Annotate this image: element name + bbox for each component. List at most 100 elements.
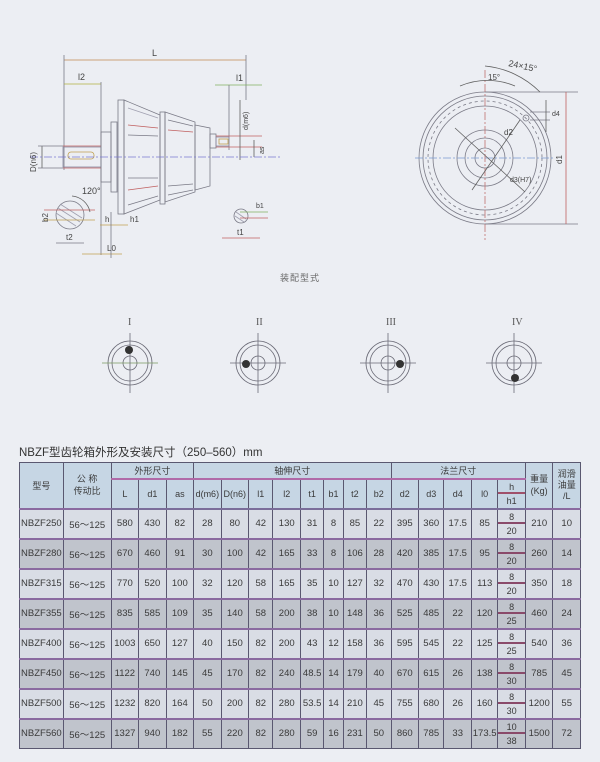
header-h: h <box>498 480 525 494</box>
cell-h: 8 <box>498 690 525 704</box>
cell-b1: 10 <box>323 598 344 629</box>
cell-l1: 82 <box>248 628 274 659</box>
cell-h: 8 <box>498 540 525 554</box>
dim-label-l1: l1 <box>236 73 243 83</box>
gearbox-flange-front-view-drawing: 24×15° 15° d2 d4 d1 d3(H7) <box>415 58 578 240</box>
mount-type-label-4: IV <box>512 317 523 328</box>
cell-model: NBZF250 <box>19 508 64 539</box>
cell-as: 82 <box>165 508 195 539</box>
cell-d4: 33 <box>443 718 472 749</box>
header-model: 型号 <box>19 462 64 509</box>
cell-l2: 200 <box>272 628 301 659</box>
key-marker-icon <box>511 374 519 382</box>
cell-D: 170 <box>220 658 250 689</box>
cell-model: NBZF500 <box>19 688 64 719</box>
cell-model: NBZF560 <box>19 718 64 749</box>
cell-ratio: 56～125 <box>62 508 112 539</box>
header-d1: d1 <box>138 478 167 510</box>
header-as: as <box>165 478 195 510</box>
header-group-shaft: 轴伸尺寸 <box>193 462 392 480</box>
cell-D: 100 <box>220 538 250 569</box>
mount-type-label-3: III <box>386 317 396 328</box>
cell-t1: 38 <box>299 598 325 629</box>
cell-weight: 210 <box>524 508 554 539</box>
cell-b1: 8 <box>323 508 344 539</box>
cell-oil: 10 <box>552 508 581 539</box>
cell-model: NBZF355 <box>19 598 64 629</box>
header-oil: 润滑 油量 /L <box>552 462 581 509</box>
cell-d3: 545 <box>418 628 445 659</box>
cell-b2: 40 <box>366 658 392 689</box>
cell-h1: 25 <box>506 645 517 656</box>
cell-d2: 670 <box>390 658 420 689</box>
cell-l1: 42 <box>248 508 274 539</box>
cell-as: 127 <box>165 628 195 659</box>
cell-model: NBZF280 <box>19 538 64 569</box>
cell-d: 45 <box>193 658 222 689</box>
header-L: L <box>110 478 140 510</box>
cell-model: NBZF450 <box>19 658 64 689</box>
dim-label-d3: d3(H7) <box>510 177 531 184</box>
dim-label-L0: L0 <box>107 244 116 253</box>
cell-L: 580 <box>110 508 140 539</box>
cell-weight: 350 <box>524 568 554 599</box>
dim-label-15deg: 15° <box>488 73 500 82</box>
cell-h1: 20 <box>506 555 517 566</box>
cell-l2: 130 <box>272 508 301 539</box>
cell-t2: 179 <box>342 658 368 689</box>
cell-d: 55 <box>193 718 222 749</box>
cell-l2: 280 <box>272 718 301 749</box>
mount-type-2-diagram <box>230 333 286 393</box>
cell-h: 8 <box>498 630 525 644</box>
cell-h1: 30 <box>506 675 517 686</box>
cell-l2: 200 <box>272 598 301 629</box>
cell-d2: 860 <box>390 718 420 749</box>
cell-t1: 48.5 <box>299 658 325 689</box>
dim-label-L: L <box>152 48 157 58</box>
cell-oil: 18 <box>552 568 581 599</box>
cell-ratio: 56～125 <box>62 718 112 749</box>
cell-d: 50 <box>193 688 222 719</box>
header-d4: d4 <box>443 478 472 510</box>
cell-weight: 785 <box>524 658 554 689</box>
cell-ratio: 56～125 <box>62 568 112 599</box>
cell-d2: 470 <box>390 568 420 599</box>
mount-type-label-1: I <box>128 317 132 328</box>
cell-d: 40 <box>193 628 222 659</box>
dim-label-t1: t1 <box>237 228 244 237</box>
cell-weight: 540 <box>524 628 554 659</box>
cell-h1: 30 <box>506 705 517 716</box>
cell-d1: 820 <box>138 688 167 719</box>
cell-L: 835 <box>110 598 140 629</box>
cell-b2: 50 <box>366 718 392 749</box>
cell-oil: 36 <box>552 628 581 659</box>
cell-d3: 360 <box>418 508 445 539</box>
cell-l0: 120 <box>470 598 499 629</box>
cell-l2: 240 <box>272 658 301 689</box>
cell-d3: 785 <box>418 718 445 749</box>
header-d-m6: d(m6) <box>193 478 222 510</box>
cell-D: 220 <box>220 718 250 749</box>
header-group-outline: 外形尺寸 <box>110 462 195 480</box>
cell-d1: 650 <box>138 628 167 659</box>
cell-d2: 755 <box>390 688 420 719</box>
cell-D: 200 <box>220 688 250 719</box>
cell-d4: 26 <box>443 688 472 719</box>
header-h-h1: h h1 <box>497 478 526 510</box>
dim-label-h: h <box>105 215 109 224</box>
cell-d: 30 <box>193 538 222 569</box>
cell-ratio: 56～125 <box>62 628 112 659</box>
cell-model: NBZF315 <box>19 568 64 599</box>
cell-t1: 31 <box>299 508 325 539</box>
cell-ratio: 56～125 <box>62 538 112 569</box>
cell-d4: 22 <box>443 628 472 659</box>
cell-l1: 82 <box>248 688 274 719</box>
cell-t1: 53.5 <box>299 688 325 719</box>
cell-as: 109 <box>165 598 195 629</box>
